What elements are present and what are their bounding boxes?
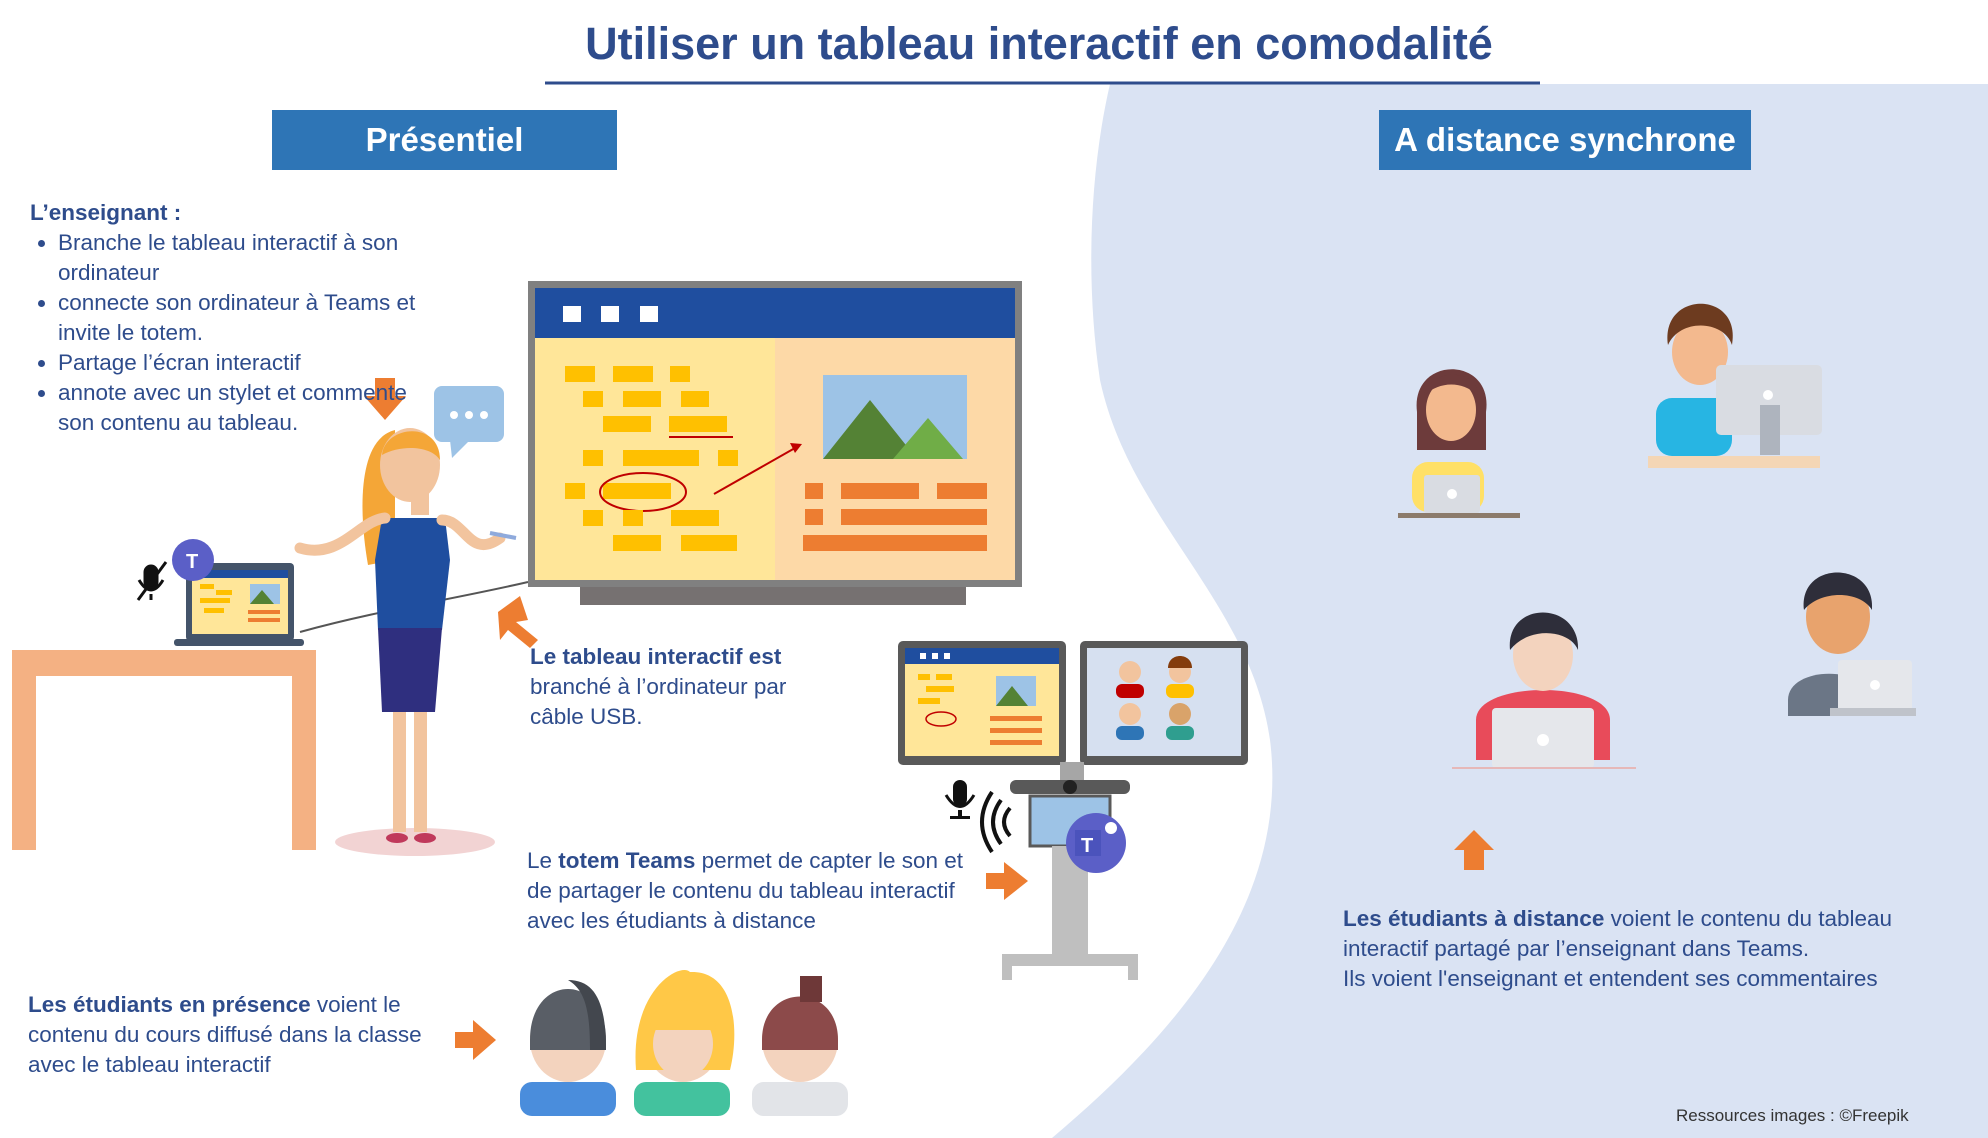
desk: [12, 650, 316, 850]
remote-student-1: [1398, 369, 1520, 518]
students-present-bold: Les étudiants en présence: [28, 992, 311, 1017]
remote-background: [1052, 84, 1988, 1138]
students-present-text: voient le contenu du cours diffusé dans …: [28, 992, 422, 1077]
arrow-down-teacher: [364, 378, 406, 420]
sound-waves-icon: [980, 790, 1012, 854]
image-credit: Ressources images : ©Freepik: [1676, 1106, 1909, 1125]
student-present-2: [634, 970, 735, 1116]
interactive-board: [528, 281, 1022, 605]
svg-text:T: T: [186, 551, 198, 573]
remote-student-3: [1452, 612, 1636, 769]
teacher-figure: [294, 428, 517, 856]
svg-text:T: T: [1081, 835, 1093, 857]
arrow-totem: [986, 862, 1028, 900]
remote-student-4: [1788, 572, 1916, 716]
arrow-students-present: [455, 1020, 496, 1060]
board-note-bold: Le tableau interactif est: [530, 644, 782, 669]
totem-note: Le totem Teams permet de capter le son e…: [527, 846, 987, 936]
laptop-icon: [174, 563, 304, 646]
totem-note-text: permet de capter le son et de partager l…: [527, 848, 964, 933]
teacher-step: Partage l’écran interactif: [58, 348, 430, 378]
teams-icon-laptop: T: [172, 539, 214, 581]
arrow-board-note: [498, 596, 538, 648]
teams-icon-totem: T: [1066, 813, 1126, 873]
teacher-step: annote avec un stylet et commente son co…: [58, 378, 430, 438]
remote-student-2: [1648, 303, 1822, 468]
teams-totem: [898, 641, 1248, 980]
student-present-3: [752, 976, 848, 1116]
speech-bubble-icon: [434, 386, 504, 458]
board-note: Le tableau interactif est branché à l’or…: [530, 642, 830, 732]
teacher-description: L’enseignant : Branche le tableau intera…: [30, 198, 430, 438]
totem-note-bold: totem Teams: [558, 848, 696, 873]
teacher-heading: L’enseignant :: [30, 200, 182, 225]
students-remote-line1: Les étudiants à distance voient le conte…: [1343, 904, 1923, 964]
header-presentiel: Présentiel: [272, 110, 617, 170]
mic-icon: [944, 780, 976, 819]
header-a-distance: A distance synchrone: [1379, 110, 1751, 170]
muted-mic-icon: [136, 561, 168, 601]
students-present-note: Les étudiants en présence voient le cont…: [28, 990, 448, 1080]
teacher-step: connecte son ordinateur à Teams et invit…: [58, 288, 430, 348]
page-title: Utiliser un tableau interactif en comoda…: [585, 18, 1493, 69]
students-remote-note: Les étudiants à distance voient le conte…: [1343, 904, 1923, 994]
arrow-up-remote: [1454, 830, 1494, 870]
teacher-steps: Branche le tableau interactif à son ordi…: [30, 228, 430, 438]
students-remote-bold: Les étudiants à distance: [1343, 906, 1605, 931]
student-present-1: [520, 980, 616, 1116]
students-remote-line2: Ils voient l'enseignant et entendent ses…: [1343, 966, 1878, 991]
board-note-text: branché à l’ordinateur par câble USB.: [530, 674, 787, 729]
totem-note-pre: Le: [527, 848, 559, 873]
teacher-step: Branche le tableau interactif à son ordi…: [58, 228, 430, 288]
students-remote-text: voient le contenu du tableau interactif …: [1343, 906, 1893, 961]
